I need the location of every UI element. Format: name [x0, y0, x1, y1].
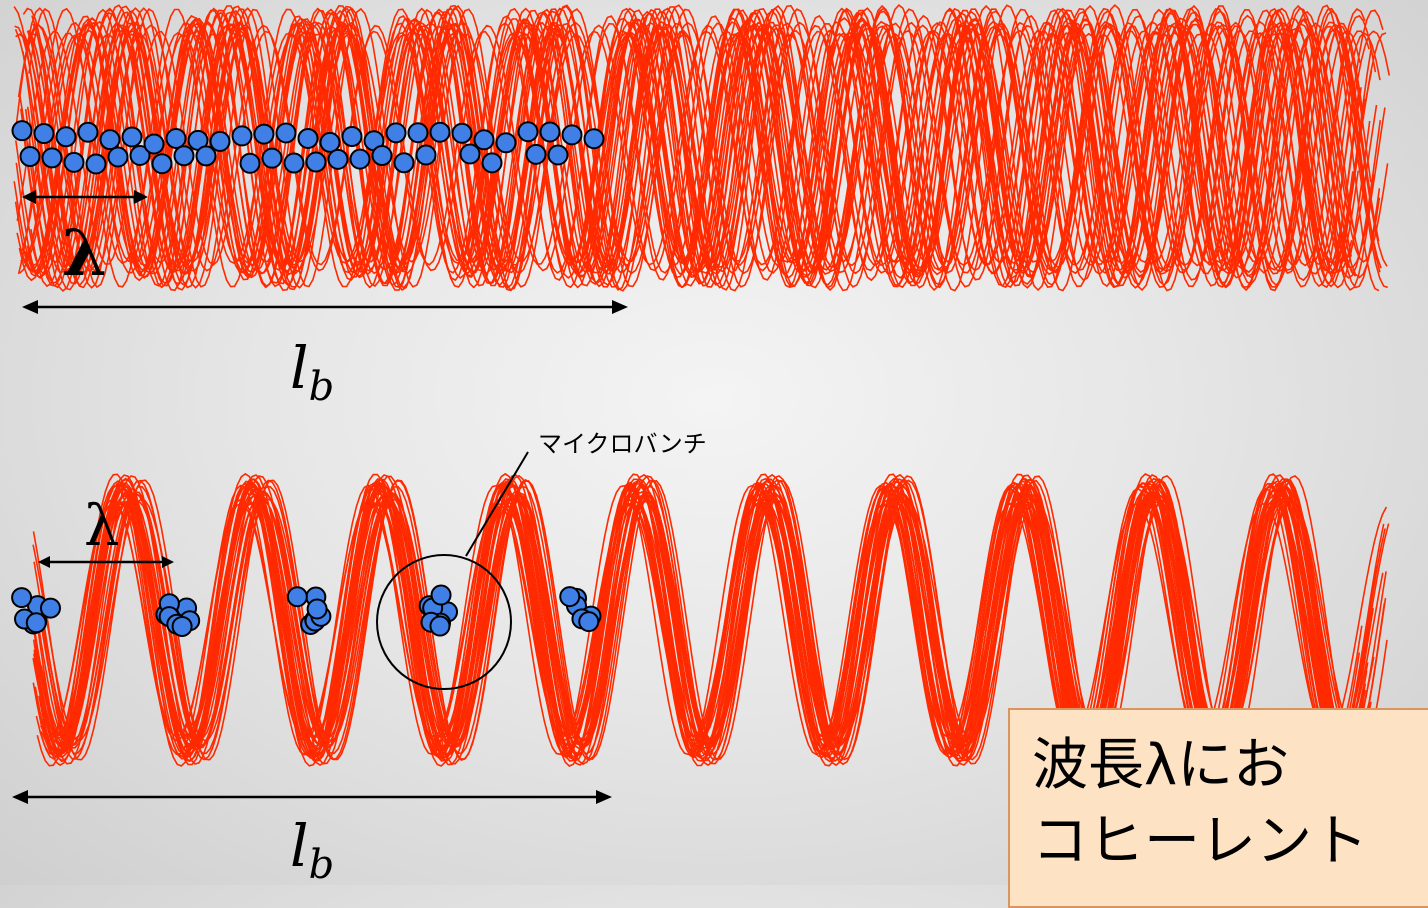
- fel-diagram: λ lb λ lb マイクロバンチ: [11, 3, 1391, 885]
- microbunch-label: マイクロバンチ: [538, 430, 707, 458]
- electron: [429, 121, 451, 143]
- microbunch-leader-line: [465, 451, 529, 557]
- electron: [451, 122, 473, 144]
- electron: [319, 131, 341, 153]
- wave-line: [30, 8, 1384, 288]
- bottom-lambda-arrow: [38, 556, 174, 568]
- wave-line: [18, 14, 1377, 282]
- electron: [473, 129, 495, 151]
- wave-line: [17, 23, 1380, 273]
- callout-line-2: コヒーレント: [1032, 809, 1368, 874]
- electron: [385, 122, 407, 144]
- wave-line: [32, 478, 1387, 762]
- wave-line: [21, 31, 1387, 265]
- electron: [275, 122, 297, 144]
- electron: [306, 598, 328, 620]
- electron: [253, 123, 275, 145]
- electron: [195, 145, 217, 167]
- electron: [25, 612, 47, 634]
- electron: [371, 145, 393, 167]
- wave-line: [20, 11, 1354, 285]
- coherent-radiation-waves: [32, 472, 1390, 768]
- electron: [559, 586, 581, 608]
- incoherent-radiation-waves: [13, 3, 1391, 292]
- bottom-bunch-length-arrow: [12, 790, 612, 804]
- wave-line: [13, 21, 1359, 275]
- electron: [297, 127, 319, 149]
- electron: [349, 148, 371, 170]
- electron: [261, 147, 283, 169]
- electron: [121, 126, 143, 148]
- electron: [39, 597, 61, 619]
- electron: [393, 152, 415, 174]
- electron: [547, 144, 569, 166]
- electron: [239, 152, 261, 174]
- electron: [55, 126, 77, 148]
- electron: [415, 144, 437, 166]
- top-lambda-arrow: [22, 190, 148, 204]
- electron: [209, 130, 231, 152]
- electron: [151, 153, 173, 175]
- electron: [481, 152, 503, 174]
- wave-line: [17, 7, 1360, 289]
- wave-line: [13, 4, 1375, 292]
- electron: [583, 128, 605, 150]
- electron: [286, 586, 308, 608]
- electron: [171, 615, 193, 637]
- bottom-bunch-length-label: lb: [290, 812, 334, 885]
- electron: [407, 122, 429, 144]
- microbunched-electrons: [11, 584, 602, 637]
- top-bunch-length-label: lb: [290, 334, 334, 410]
- top-lambda-label: λ: [62, 216, 107, 291]
- callout-line-1: 波長λにお: [1032, 733, 1290, 798]
- electron: [517, 121, 539, 143]
- electron: [99, 129, 121, 151]
- electron: [495, 132, 517, 154]
- electron: [107, 146, 129, 168]
- wave-line: [32, 492, 1367, 748]
- wave-line: [33, 484, 1364, 756]
- electron: [578, 611, 600, 633]
- coherence-callout-box: 波長λにお コヒーレント: [1008, 708, 1428, 908]
- electron: [11, 587, 33, 609]
- wave-line: [14, 24, 1368, 272]
- electron: [33, 123, 55, 145]
- wave-line: [32, 477, 1363, 763]
- electron: [173, 145, 195, 167]
- wave-line: [22, 24, 1372, 272]
- electron: [19, 146, 41, 168]
- electron: [63, 151, 85, 173]
- electron: [429, 615, 451, 637]
- wave-line: [34, 485, 1385, 755]
- electron: [283, 152, 305, 174]
- bottom-lambda-label: λ: [84, 494, 120, 559]
- electron: [341, 126, 363, 148]
- electron: [11, 120, 33, 142]
- electron: [525, 143, 547, 165]
- top-bunch-length-arrow: [22, 300, 628, 314]
- wave-line: [14, 7, 1388, 289]
- electron: [143, 133, 165, 155]
- electron: [539, 121, 561, 143]
- electron: [129, 144, 151, 166]
- wave-line: [24, 22, 1354, 274]
- electron: [430, 584, 452, 606]
- electron: [85, 153, 107, 175]
- electron: [305, 151, 327, 173]
- electron: [327, 148, 349, 170]
- electron: [231, 125, 253, 147]
- electron: [41, 147, 63, 169]
- microbunch-highlight-circle: [376, 554, 512, 690]
- electron: [77, 121, 99, 143]
- electron: [561, 124, 583, 146]
- wave-line: [18, 32, 1373, 264]
- wave-line: [33, 500, 1375, 740]
- electron: [459, 143, 481, 165]
- random-electrons: [11, 120, 605, 175]
- electron: [165, 127, 187, 149]
